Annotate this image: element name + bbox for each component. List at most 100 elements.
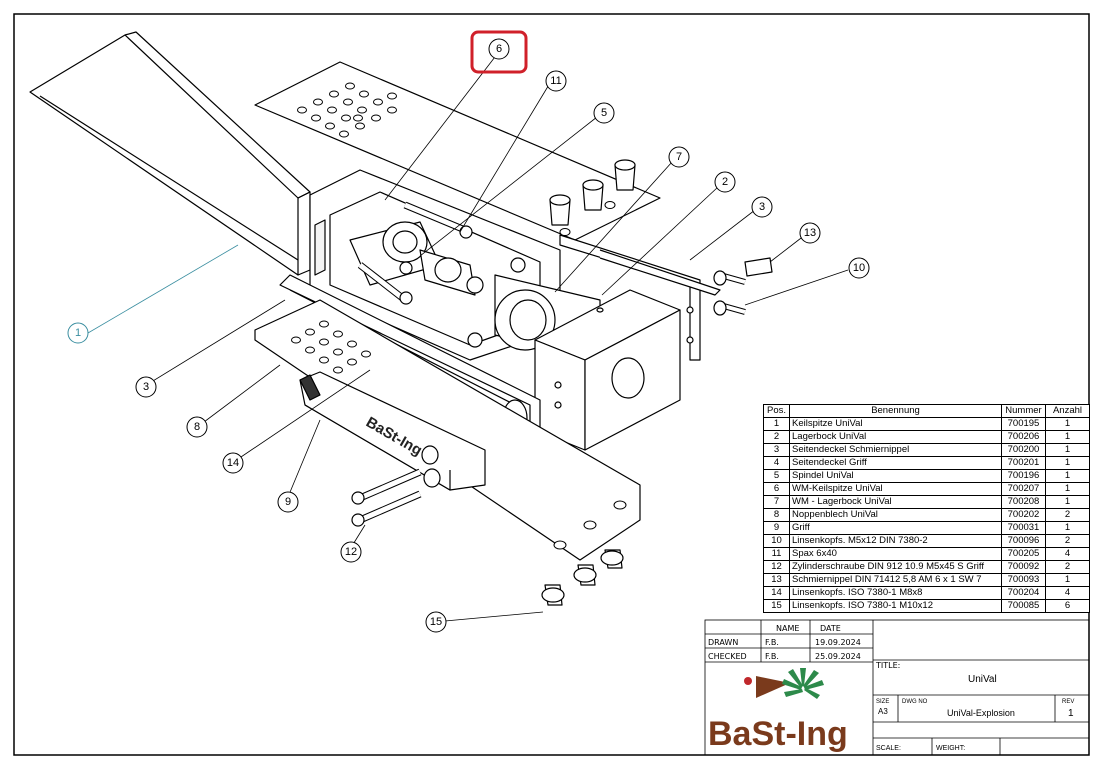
leader-lines: [87, 52, 849, 622]
scale-label: SCALE:: [876, 745, 901, 752]
bom-cell-qty: 1: [1045, 482, 1090, 496]
checked-name: F.B.: [765, 652, 779, 661]
bom-cell-name: Griff: [789, 521, 1002, 535]
bubble-1: 1: [67, 322, 89, 344]
bom-header-qty: Anzahl: [1045, 404, 1090, 418]
bom-cell-name: Noppenblech UniVal: [789, 508, 1002, 522]
wedge-tip-part: [29, 31, 311, 276]
bom-cell-pos: 5: [763, 469, 790, 483]
bom-cell-number: 700092: [1001, 560, 1046, 574]
bom-cell-pos: 2: [763, 430, 790, 444]
dwg-label: DWG NO: [902, 699, 928, 705]
size-label: SIZE: [876, 699, 889, 705]
end-cube-part: [534, 289, 681, 451]
bubble-6: 6: [470, 30, 528, 74]
rev-value: 1: [1068, 708, 1074, 719]
logo-text: BaSt-Ing: [708, 715, 848, 753]
bom-cell-qty: 1: [1045, 573, 1090, 587]
bubble-14: 14: [222, 452, 244, 474]
bom-cell-pos: 13: [763, 573, 790, 587]
bom-cell-number: 700195: [1001, 417, 1046, 431]
bom-cell-qty: 1: [1045, 417, 1090, 431]
bom-cell-number: 700196: [1001, 469, 1046, 483]
bom-cell-pos: 11: [763, 547, 790, 561]
bom-header-row: Pos. Benennung Nummer Anzahl: [763, 404, 1090, 418]
dwg-number: UniVal-Explosion: [947, 708, 1015, 718]
bubble-3-right: 3: [751, 196, 773, 218]
bom-cell-qty: 1: [1045, 495, 1090, 509]
exploded-assembly: [29, 31, 773, 606]
bom-header-name: Benennung: [789, 404, 1002, 418]
bom-cell-qty: 1: [1045, 521, 1090, 535]
bom-cell-name: Linsenkopfs. ISO 7380-1 M8x8: [789, 586, 1002, 600]
svg-text:10: 10: [853, 262, 865, 274]
bom-cell-number: 700208: [1001, 495, 1046, 509]
bom-cell-qty: 2: [1045, 534, 1090, 548]
grip-part: [299, 371, 486, 491]
bom-cell-number: 700031: [1001, 521, 1046, 535]
nipple-and-screws: [713, 257, 773, 316]
bubble-10: 10: [848, 257, 870, 279]
bom-cell-name: Lagerbock UniVal: [789, 430, 1002, 444]
svg-text:3: 3: [143, 381, 149, 393]
drawing-border: [13, 13, 1090, 756]
bom-cell-name: Keilspitze UniVal: [789, 417, 1002, 431]
bom-header-pos: Pos.: [763, 404, 790, 418]
svg-text:11: 11: [550, 75, 561, 87]
svg-text:13: 13: [804, 227, 816, 239]
name-header: NAME: [776, 624, 799, 633]
bom-cell-pos: 4: [763, 456, 790, 470]
bom-cell-qty: 4: [1045, 547, 1090, 561]
svg-text:15: 15: [430, 616, 442, 628]
bom-cell-qty: 1: [1045, 430, 1090, 444]
bom-cell-pos: 3: [763, 443, 790, 457]
bom-cell-name: Schmiernippel DIN 71412 5,8 AM 6 x 1 SW …: [789, 573, 1002, 587]
bom-cell-number: 700200: [1001, 443, 1046, 457]
bom-header-number: Nummer: [1001, 404, 1046, 418]
bom-cell-pos: 15: [763, 599, 790, 613]
bom-cell-number: 700205: [1001, 547, 1046, 561]
bom-cell-qty: 1: [1045, 469, 1090, 483]
svg-text:6: 6: [496, 43, 502, 55]
bom-cell-name: Linsenkopfs. ISO 7380-1 M10x12: [789, 599, 1002, 613]
bom-cell-name: Seitendeckel Schmiernippel: [789, 443, 1002, 457]
svg-text:3: 3: [759, 201, 765, 213]
bom-cell-number: 700202: [1001, 508, 1046, 522]
bom-cell-number: 700093: [1001, 573, 1046, 587]
screws-12: [351, 468, 422, 527]
bom-cell-number: 700085: [1001, 599, 1046, 613]
checked-date: 25.09.2024: [815, 652, 861, 661]
bom-cell-qty: 2: [1045, 508, 1090, 522]
bom-cell-name: Linsenkopfs. M5x12 DIN 7380-2: [789, 534, 1002, 548]
screws-15: [541, 549, 624, 606]
bubble-2: 2: [714, 171, 736, 193]
spindle-part: [349, 221, 484, 296]
title-block: [704, 619, 1090, 756]
bom-cell-number: 700207: [1001, 482, 1046, 496]
bom-cell-name: Spax 6x40: [789, 547, 1002, 561]
drawing-title: UniVal: [968, 674, 997, 685]
bom-cell-name: WM-Keilspitze UniVal: [789, 482, 1002, 496]
bom-table: Pos. Benennung Nummer Anzahl 1 Keilspitze…: [763, 404, 1090, 613]
svg-text:9: 9: [285, 496, 291, 508]
drawn-date: 19.09.2024: [815, 638, 861, 647]
bubble-9: 9: [277, 491, 299, 513]
weight-label: WEIGHT:: [936, 745, 965, 752]
bubble-13: 13: [799, 222, 821, 244]
bom-cell-name: Spindel UniVal: [789, 469, 1002, 483]
lower-plate-part: [254, 299, 641, 561]
svg-text:8: 8: [194, 421, 200, 433]
size-value: A3: [878, 707, 888, 716]
